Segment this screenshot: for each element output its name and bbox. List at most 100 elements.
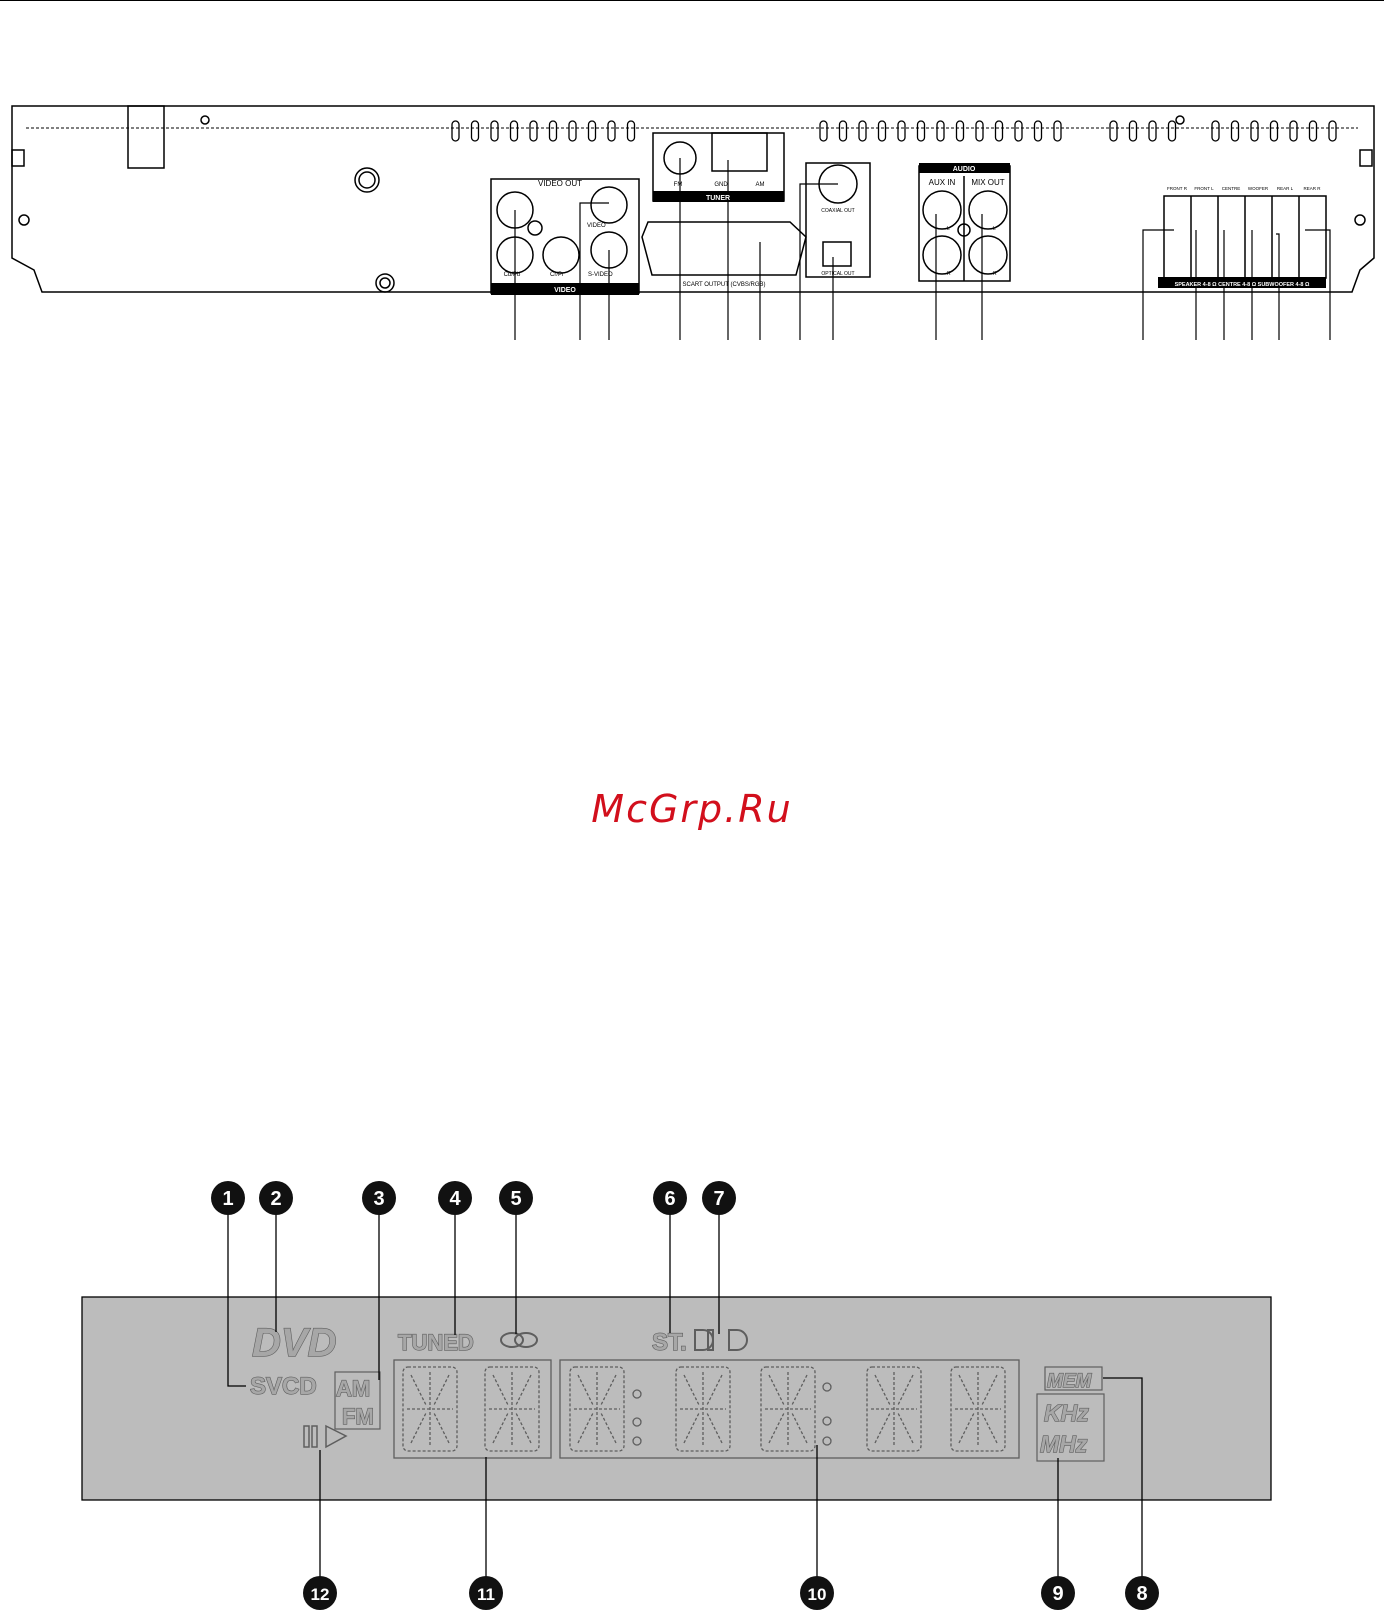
cb-pb-label: Cb/Pb <box>504 272 521 278</box>
vent-slot <box>937 121 944 141</box>
watermark: McGrp.Ru <box>0 787 1384 831</box>
am-label: AM <box>756 182 765 188</box>
mhz-indicator: MHz <box>1040 1431 1088 1457</box>
callout-number: 3 <box>373 1188 384 1210</box>
aux-in-label: AUX IN <box>929 178 956 187</box>
vent-slot <box>879 121 886 141</box>
speaker-footer-label: SPEAKER 4-8 Ω CENTRE 4-8 Ω SUBWOOFER 4-8… <box>1175 282 1310 288</box>
callout-number: 9 <box>1052 1583 1063 1605</box>
callout-6: 6 <box>653 1181 687 1215</box>
callout-2: 2 <box>259 1181 293 1215</box>
vent-slot <box>628 121 635 141</box>
audio-header-label: AUDIO <box>953 166 976 173</box>
tuned-indicator: TUNED <box>398 1330 474 1355</box>
vent-slots <box>452 121 1336 141</box>
vent-slot <box>820 121 827 141</box>
speaker-label-rear-l: REAR L <box>1277 186 1294 191</box>
vent-slot <box>840 121 847 141</box>
callout-10: 10 <box>800 1576 834 1610</box>
vent-slot <box>1054 121 1061 141</box>
vent-slot <box>976 121 983 141</box>
mix-left-label: L <box>993 226 996 232</box>
vent-slot <box>608 121 615 141</box>
vent-slot <box>550 121 557 141</box>
callout-number: 8 <box>1136 1583 1147 1605</box>
rear-panel <box>12 106 1374 340</box>
speaker-label-rear-r: REAR R <box>1303 186 1321 191</box>
callout-number: 5 <box>510 1188 521 1210</box>
callout-number: 12 <box>311 1585 330 1604</box>
callout-9: 9 <box>1041 1576 1075 1610</box>
gnd-label: GND <box>714 182 728 188</box>
svcd-indicator: SVCD <box>250 1373 317 1400</box>
video-footer-label: VIDEO <box>554 287 576 294</box>
callout-5: 5 <box>499 1181 533 1215</box>
callout-1: 1 <box>211 1181 245 1215</box>
vent-slot <box>957 121 964 141</box>
fm-indicator: FM <box>342 1404 374 1429</box>
vent-slot <box>1232 121 1239 141</box>
scart-connector <box>642 222 806 275</box>
coaxial-label: COAXIAL OUT <box>821 208 854 214</box>
callout-number: 10 <box>808 1585 827 1604</box>
speaker-label-centre: CENTRE <box>1222 186 1241 191</box>
vent-slot <box>1015 121 1022 141</box>
vent-slot <box>1329 121 1336 141</box>
callout-number: 1 <box>222 1188 233 1210</box>
tuner-section <box>653 133 784 201</box>
callout-8: 8 <box>1125 1576 1159 1610</box>
callout-7: 7 <box>702 1181 736 1215</box>
vent-slot <box>491 121 498 141</box>
s-video-label: S-VIDEO <box>588 272 613 278</box>
vent-slot <box>918 121 925 141</box>
vent-slot <box>1290 121 1297 141</box>
vent-slot <box>589 121 596 141</box>
callout-11: 11 <box>469 1576 503 1610</box>
callout-number: 7 <box>713 1188 724 1210</box>
vent-slot <box>996 121 1003 141</box>
callout-number: 6 <box>664 1188 675 1210</box>
speaker-label-front-l: FRONT L <box>1194 186 1214 191</box>
khz-indicator: KHz <box>1044 1400 1089 1426</box>
aux-left-label: L <box>947 226 950 232</box>
callout-number: 2 <box>270 1188 281 1210</box>
cr-pr-label: Cr/Pr <box>550 272 564 278</box>
digital-audio-section <box>806 163 870 277</box>
vent-slot <box>1110 121 1117 141</box>
st-indicator: ST. <box>652 1329 687 1356</box>
dvd-indicator: DVD <box>252 1321 336 1365</box>
vent-slot <box>898 121 905 141</box>
vent-slot <box>1212 121 1219 141</box>
callout-number: 4 <box>449 1188 461 1210</box>
callout-3: 3 <box>362 1181 396 1215</box>
fm-label: FM <box>674 182 683 188</box>
am-indicator: AM <box>336 1376 370 1401</box>
mix-out-label: MIX OUT <box>971 178 1004 187</box>
vent-slot <box>569 121 576 141</box>
speaker-terminals <box>1164 196 1326 278</box>
speaker-label-front-r: FRONT R <box>1167 186 1188 191</box>
mix-right-label: R <box>993 271 997 277</box>
vent-slot <box>1130 121 1137 141</box>
vent-slot <box>1271 121 1278 141</box>
vent-slot <box>472 121 479 141</box>
speaker-channel-labels: FRONT R FRONT L CENTRE WOOFER REAR L REA… <box>1167 186 1321 191</box>
tuner-footer-label: TUNER <box>706 195 730 202</box>
vent-slot <box>1310 121 1317 141</box>
vent-slot <box>1169 121 1176 141</box>
vent-slot <box>1035 121 1042 141</box>
vent-slot <box>452 121 459 141</box>
video-out-label: VIDEO OUT <box>538 179 582 188</box>
vent-slot <box>859 121 866 141</box>
callout-4: 4 <box>438 1181 472 1215</box>
video-jack-label: VIDEO <box>587 223 606 229</box>
aux-right-label: R <box>947 271 951 277</box>
vent-slot <box>1251 121 1258 141</box>
optical-label: OPTICAL OUT <box>821 271 854 277</box>
callout-number: 11 <box>477 1585 495 1604</box>
vent-slot <box>511 121 518 141</box>
mem-indicator: MEM <box>1047 1371 1093 1392</box>
callout-12: 12 <box>303 1576 337 1610</box>
speaker-label-woofer: WOOFER <box>1248 186 1269 191</box>
vent-slot <box>1149 121 1156 141</box>
